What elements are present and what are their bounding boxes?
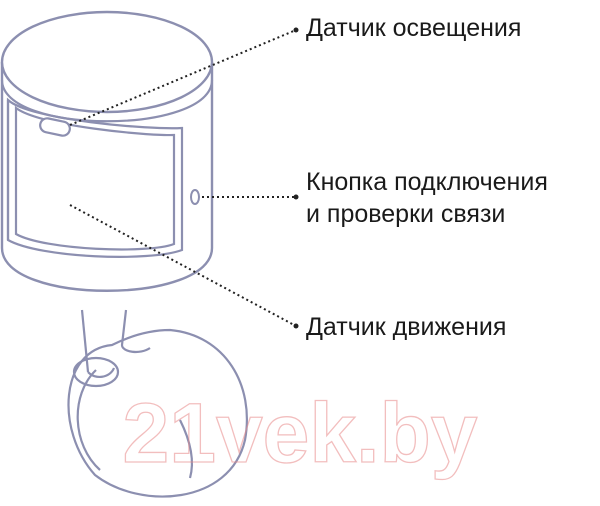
label-pair-button-line2: и проверки связи <box>306 200 506 228</box>
label-motion-sensor-text: Датчик движения <box>306 313 507 341</box>
label-pair-button-line1: Кнопка подключения <box>306 168 548 196</box>
leader-endpoints <box>293 27 299 329</box>
light-sensor-dot <box>39 117 71 137</box>
mount-base <box>67 328 248 498</box>
label-pair-button: Кнопка подключения и проверки связи <box>306 166 548 230</box>
leader-light <box>69 29 297 126</box>
body-ring <box>0 79 214 123</box>
label-light-sensor: Датчик освещения <box>306 12 521 44</box>
leader-lines <box>69 29 297 327</box>
label-light-sensor-text: Датчик освещения <box>306 14 522 42</box>
label-motion-sensor: Датчик движения <box>306 311 506 343</box>
mount-neck <box>80 309 151 378</box>
pair-button <box>190 189 200 205</box>
watermark: 21vek.by <box>123 386 478 480</box>
